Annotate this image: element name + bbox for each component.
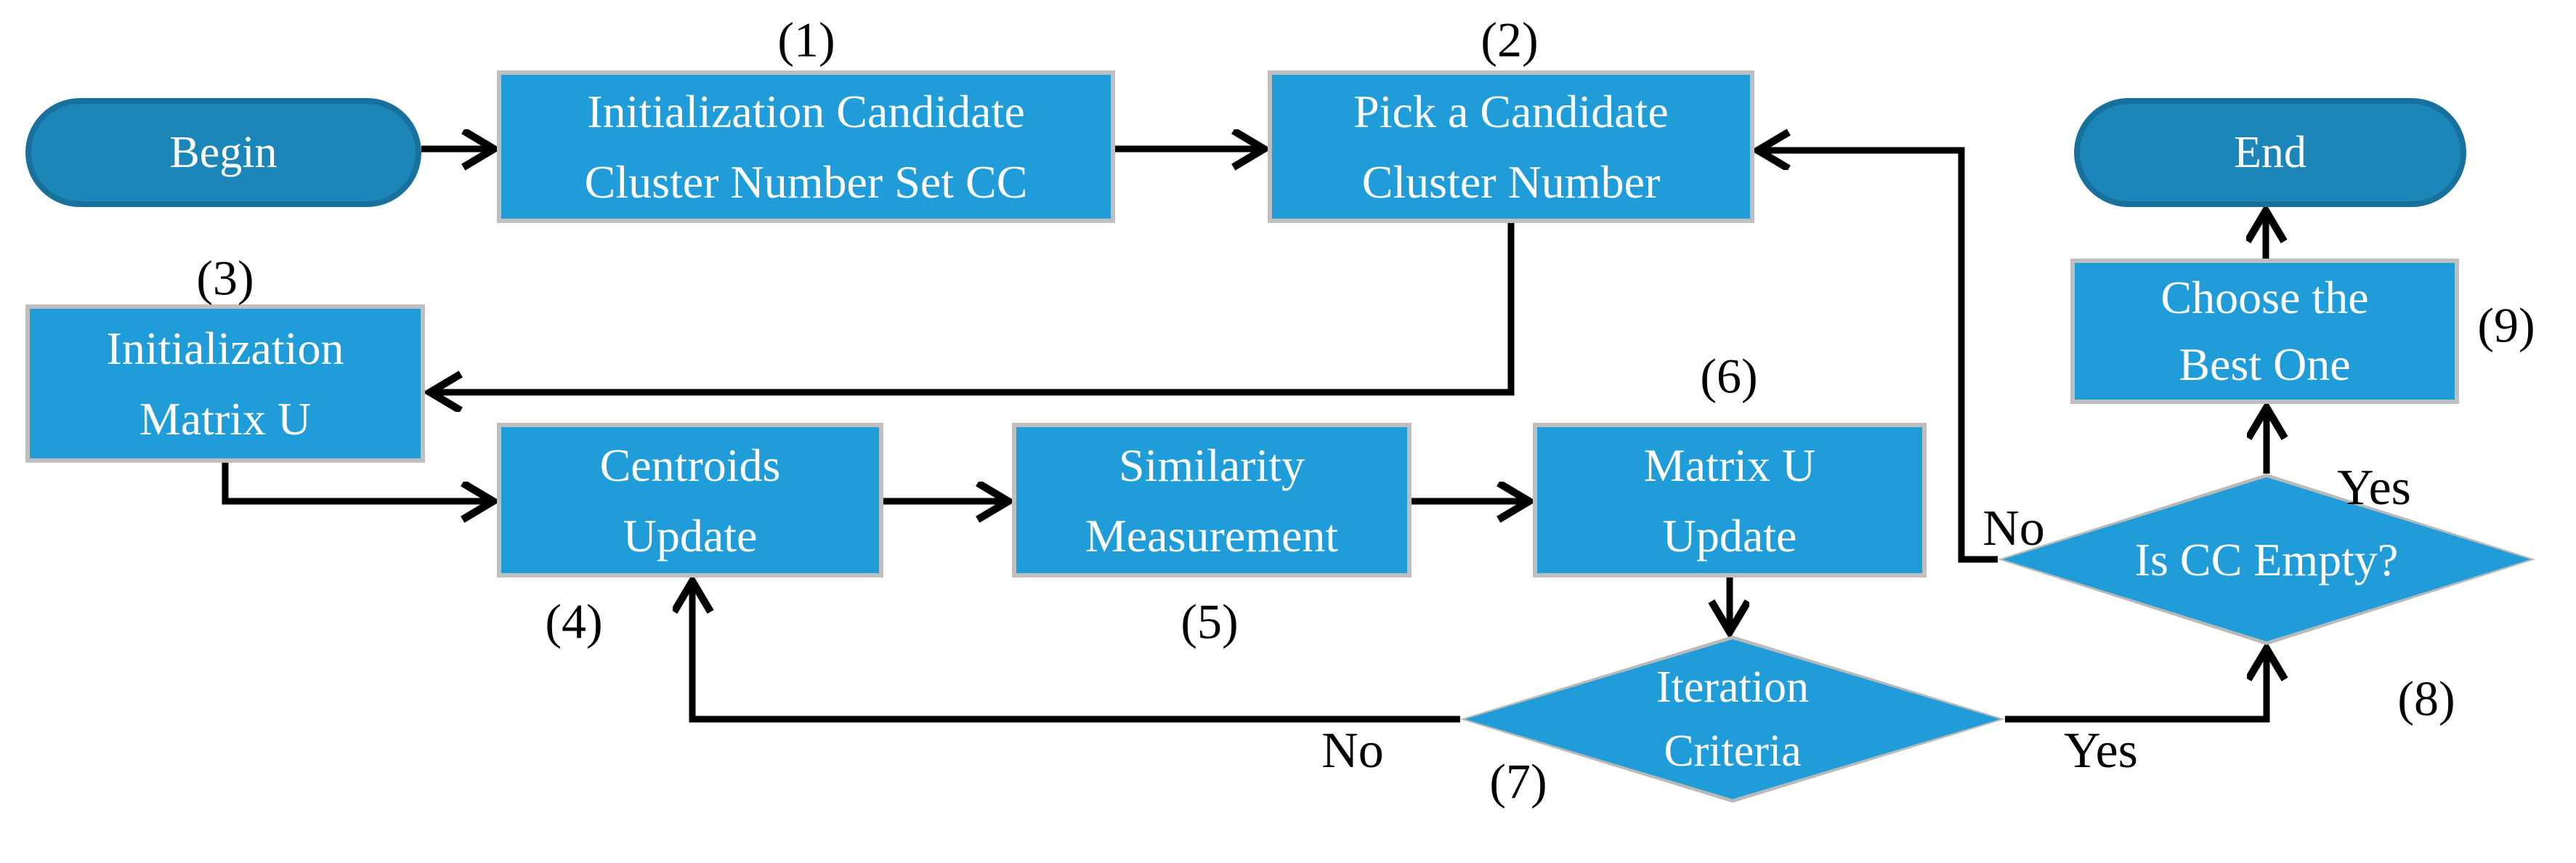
step3-line1: Initialization (106, 323, 344, 374)
step5-line1: Similarity (1119, 439, 1305, 491)
step5-line2: Measurement (1085, 509, 1339, 562)
step6-line2: Update (1662, 509, 1797, 562)
step1-line2: Cluster Number Set CC (584, 156, 1028, 208)
step1-line1: Initialization Candidate (587, 86, 1025, 137)
step7-number-label: (7) (1489, 753, 1547, 809)
end-label: End (2234, 127, 2306, 177)
step8-no-label: No (1982, 501, 2045, 556)
step3-number-label: (3) (196, 250, 254, 306)
step5-number-label: (5) (1180, 593, 1239, 649)
step2-box: Pick a Candidate Cluster Number (1268, 70, 1754, 223)
step9-line2: Best One (2179, 339, 2351, 390)
end-terminator: End (2074, 98, 2466, 207)
step3-line2: Matrix U (139, 393, 312, 445)
step7-line1: Iteration (1656, 663, 1809, 712)
step8-yes-label: Yes (2337, 460, 2411, 516)
step7-yes-label: Yes (2064, 723, 2138, 779)
step9-line1: Choose the (2160, 272, 2369, 323)
step3-box: Initialization Matrix U (25, 304, 425, 463)
step9-box: Choose the Best One (2070, 259, 2459, 404)
step4-number-label: (4) (545, 593, 603, 649)
step1-box: Initialization Candidate Cluster Number … (497, 70, 1115, 223)
edge-step7-no-to-step4 (692, 581, 1460, 723)
step9-number-label: (9) (2477, 297, 2535, 353)
begin-terminator: Begin (25, 98, 421, 207)
step7-no-label: No (1321, 723, 1384, 779)
step1-number-label: (1) (777, 12, 835, 68)
begin-label: Begin (169, 127, 278, 177)
step5-box: Similarity Measurement (1012, 423, 1411, 578)
step6-number-label: (6) (1700, 348, 1758, 404)
step4-box: Centroids Update (497, 423, 883, 578)
edge-step7-yes-to-step8 (2005, 649, 2267, 723)
step4-line1: Centroids (599, 439, 781, 491)
step2-line1: Pick a Candidate (1353, 86, 1669, 137)
step7-line2: Criteria (1664, 726, 1802, 776)
step8-number-label: (8) (2397, 670, 2455, 726)
edge-step3-to-step4 (222, 463, 493, 501)
step4-line2: Update (623, 509, 758, 562)
step2-number-label: (2) (1481, 12, 1539, 68)
step6-line1: Matrix U (1643, 439, 1816, 491)
edge-step8-no-to-step2 (1758, 150, 1998, 563)
step2-line2: Cluster Number (1361, 156, 1661, 208)
edge-step2-to-step3 (430, 223, 1515, 392)
step8-label: Is CC Empty? (2134, 533, 2399, 586)
step6-box: Matrix U Update (1533, 423, 1927, 578)
